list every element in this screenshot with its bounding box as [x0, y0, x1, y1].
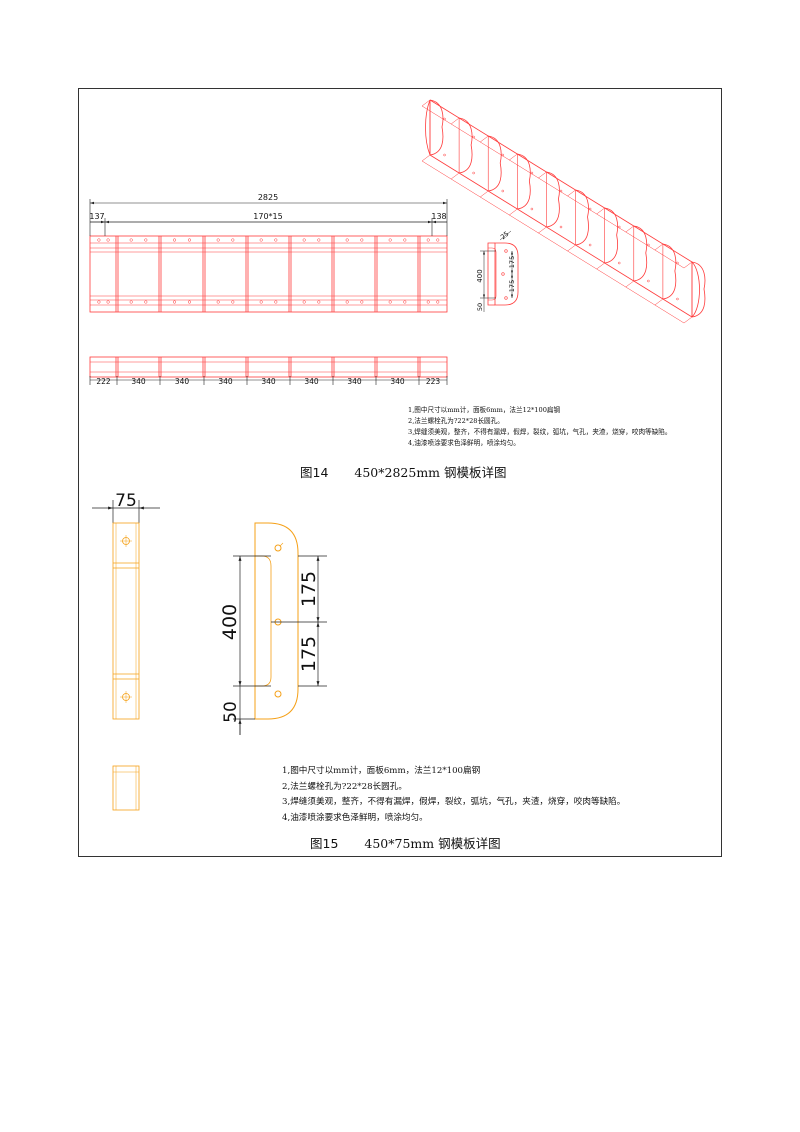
figure14-isometric-view: [421, 99, 706, 324]
dim-left-end: 137: [89, 212, 104, 221]
bottom-dim-4: 340: [218, 377, 233, 386]
side14-height: 400: [476, 269, 484, 282]
figure14-title: 450*2825mm 钢模板详图: [354, 465, 507, 480]
bottom-dim-5: 340: [261, 377, 276, 386]
dim-total-length: 2825: [258, 193, 278, 202]
side14-top-angle: 25: [499, 230, 510, 241]
figure14-side-profile: [487, 242, 519, 306]
bottom-dim-8: 340: [390, 377, 405, 386]
side14-upper: 175: [508, 256, 516, 268]
drawing-frame: [78, 88, 722, 857]
dim-width-75: 75: [115, 491, 137, 511]
note14-1: 1,图中尺寸以mm计，面板6mm，法兰12*100扁钢: [408, 406, 561, 414]
figure14-side-dimension-lines: [480, 230, 514, 312]
figure15-side-dimension-lines: [233, 555, 327, 735]
figure15-notes: 1,图中尺寸以mm计，面板6mm，法兰12*100扁钢 2,法兰螺栓孔为?22*…: [282, 764, 625, 826]
figure15-front-view: [112, 522, 140, 720]
note15-2: 2,法兰螺栓孔为?22*28长圆孔。: [282, 781, 407, 792]
figure15-title: 450*75mm 钢模板详图: [364, 836, 501, 851]
note14-4: 4,油漆喷涂要求色泽鲜明，喷涂均匀。: [408, 439, 520, 447]
side15-lower: 175: [298, 636, 320, 672]
figure15-side-profile: [254, 522, 299, 720]
side14-lower: 175: [508, 280, 516, 292]
note14-2: 2,法兰螺栓孔为?22*28长圆孔。: [408, 417, 504, 425]
bottom-dim-1: 222: [96, 377, 111, 386]
note15-3: 3,焊缝须美观，整齐，不得有漏焊，假焊，裂纹，弧坑，气孔，夹渣，烧穿，咬肉等缺陷…: [282, 797, 626, 807]
figure14-bottom-dimensions: 222 340 340 340 340 340 340 340 223: [89, 376, 448, 386]
dim-right-end: 138: [431, 212, 446, 221]
figure14-notes: 1,图中尺寸以mm计，面板6mm，法兰12*100扁钢 2,法兰螺栓孔为?22*…: [408, 405, 671, 449]
figure15-number: 图15: [310, 836, 339, 851]
note15-1: 1,图中尺寸以mm计，面板6mm，法兰12*100扁钢: [282, 766, 481, 776]
note14-3: 3,焊缝须美观，整齐，不得有漏焊，假焊，裂纹，弧坑，气孔，夹渣，烧穿，咬肉等缺陷…: [408, 428, 672, 436]
side15-flange: 50: [221, 701, 241, 723]
figure14-front-view: [89, 235, 448, 313]
bottom-dim-9: 223: [426, 377, 441, 386]
side15-upper: 175: [298, 571, 320, 607]
bottom-dim-7: 340: [347, 377, 362, 386]
figure15-width-dimension-lines: [92, 500, 160, 523]
figure14-top-dimensions: [89, 199, 448, 236]
dim-center-spacing: 170*15: [253, 212, 282, 221]
figure15-caption: 图15 450*75mm 钢模板详图: [310, 833, 501, 852]
side14-flange: 50: [476, 303, 484, 311]
figure14-number: 图14: [300, 465, 329, 480]
note15-4: 4,油漆喷涂要求色泽鲜明，喷涂均匀。: [282, 812, 428, 823]
figure14-caption: 图14 450*2825mm 钢模板详图: [300, 462, 507, 481]
bottom-dim-3: 340: [175, 377, 190, 386]
bottom-dim-2: 340: [131, 377, 146, 386]
side15-height: 400: [219, 604, 241, 640]
bottom-dim-6: 340: [304, 377, 319, 386]
figure14-plan-view: [89, 356, 448, 378]
figure15-plan-view: [112, 765, 140, 811]
